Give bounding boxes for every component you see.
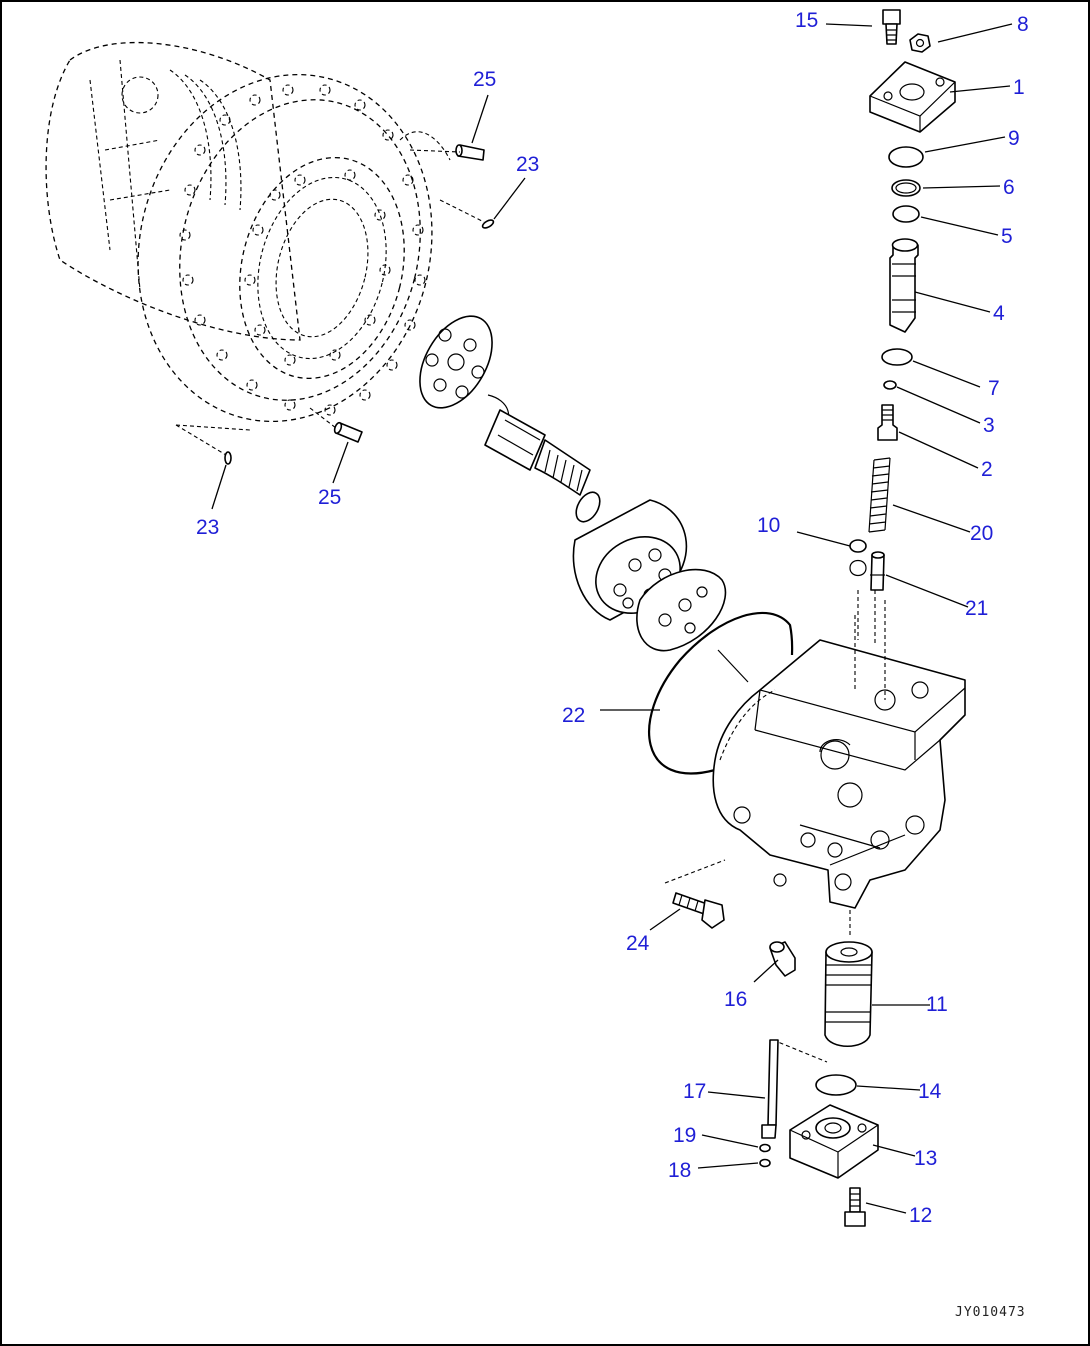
dowel-pin-lower: [333, 421, 363, 443]
leader-lines: [175, 23, 1013, 1214]
small-ring-3: [883, 380, 897, 390]
valve-21: [870, 551, 885, 591]
callout-3: 3: [983, 414, 995, 437]
callout-14: 14: [918, 1080, 942, 1103]
callout-23-upper: 23: [516, 153, 539, 176]
callout-21: 21: [965, 597, 988, 620]
bolt-12: [844, 1187, 866, 1227]
callout-15: 15: [795, 9, 818, 32]
ball-10: [849, 539, 867, 553]
o-ring-5: [892, 205, 920, 223]
cover-1: [869, 61, 956, 133]
callout-25-upper: 25: [473, 68, 496, 91]
callout-22: 22: [562, 704, 585, 727]
pin-lower: [224, 451, 232, 465]
plug-16: [769, 941, 796, 977]
callout-labels: 15 8 1 9 6 5 4 7 3 2 20 10 21 22 25 23 2…: [196, 9, 1029, 1227]
callout-13: 13: [914, 1147, 937, 1170]
pin-17: [761, 1039, 779, 1139]
callout-19: 19: [673, 1124, 696, 1147]
callout-24: 24: [626, 932, 650, 955]
callout-11: 11: [926, 993, 948, 1016]
callout-12: 12: [909, 1204, 932, 1227]
ring-6: [891, 179, 921, 197]
callout-5: 5: [1001, 225, 1013, 248]
pin-upper: [481, 219, 495, 229]
o-ring-large: [648, 611, 794, 775]
o-ring-7: [881, 348, 913, 366]
washer-19: [759, 1143, 771, 1153]
final-drive-housing: [45, 41, 451, 423]
piston-shaft-assembly: [484, 394, 601, 523]
spool-4: [889, 238, 919, 333]
callout-8: 8: [1017, 13, 1029, 36]
retainer-plate: [419, 315, 493, 409]
callout-20: 20: [970, 522, 993, 545]
callout-7: 7: [988, 377, 1000, 400]
spring-20: [868, 457, 891, 533]
callout-1: 1: [1013, 76, 1025, 99]
bolt-24: [672, 892, 725, 929]
nut-8: [909, 33, 931, 53]
motor-case: [712, 600, 966, 935]
valve-plate: [636, 568, 727, 652]
callout-16: 16: [724, 988, 747, 1011]
callout-4: 4: [993, 302, 1005, 325]
ring-18: [759, 1158, 771, 1168]
callout-17: 17: [683, 1080, 706, 1103]
callout-23-lower: 23: [196, 516, 219, 539]
bolt-15: [882, 9, 901, 45]
callout-6: 6: [1003, 176, 1015, 199]
cover-13: [789, 1104, 879, 1179]
callout-10: 10: [757, 514, 780, 537]
callout-9: 9: [1008, 127, 1020, 150]
o-ring-14: [815, 1074, 857, 1096]
sleeve-11: [824, 941, 873, 1047]
o-ring-9: [888, 146, 924, 168]
callout-2: 2: [981, 458, 993, 481]
plug-2: [877, 404, 898, 441]
callout-18: 18: [668, 1159, 691, 1182]
callout-25-lower: 25: [318, 486, 341, 509]
dowel-pin-upper: [455, 144, 485, 161]
drawing-code: JY010473: [955, 1305, 1026, 1320]
